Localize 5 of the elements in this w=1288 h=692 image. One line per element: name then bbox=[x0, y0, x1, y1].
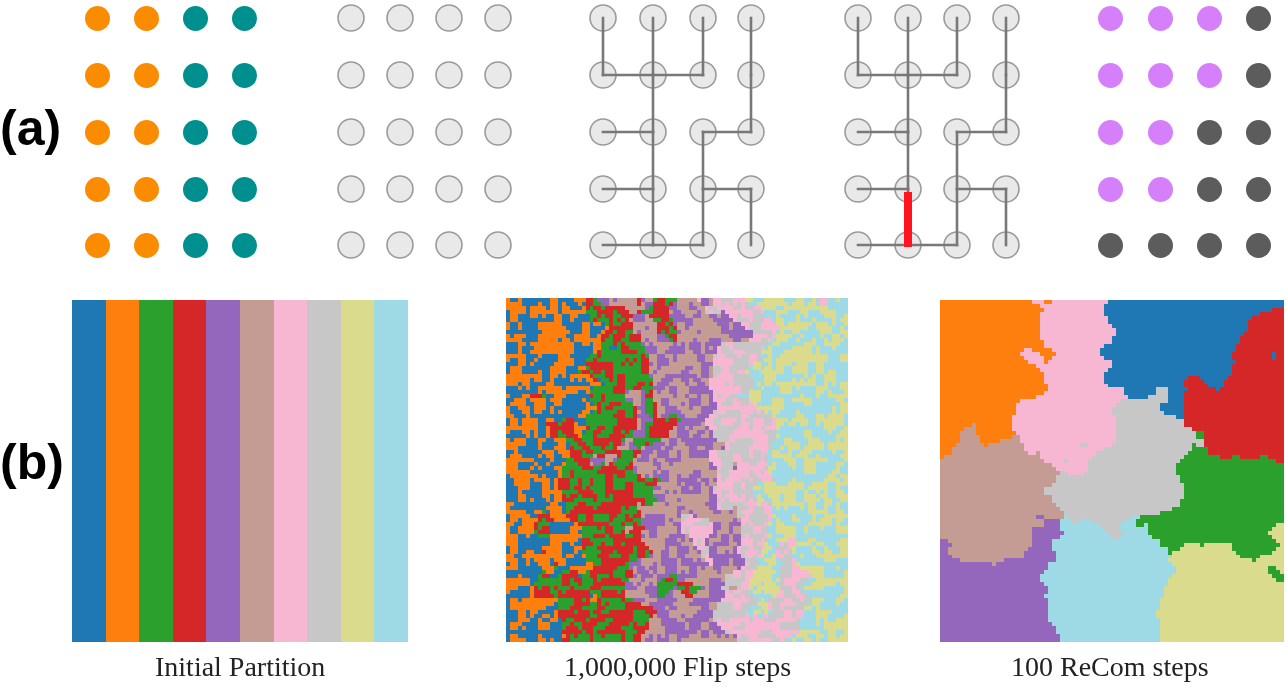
panel-caption: 1,000,000 Flip steps bbox=[564, 652, 792, 683]
panel-caption: 100 ReCom steps bbox=[1011, 652, 1209, 683]
panel-label: (b) bbox=[0, 436, 64, 489]
panel-caption: Initial Partition bbox=[155, 652, 326, 683]
panel-label: (a) bbox=[0, 102, 62, 155]
